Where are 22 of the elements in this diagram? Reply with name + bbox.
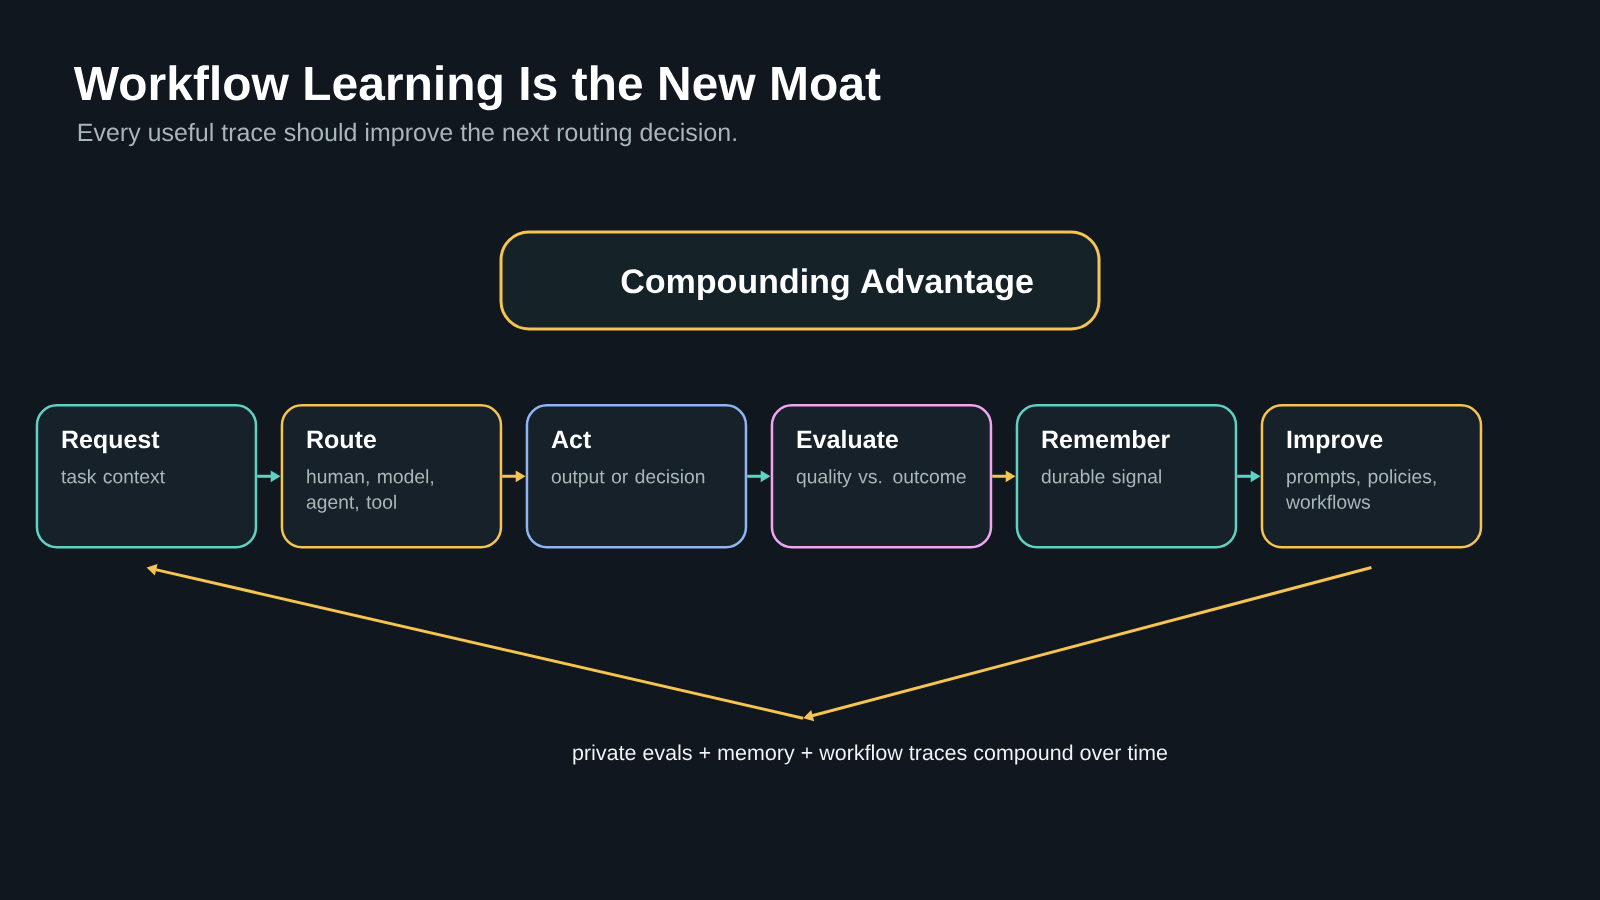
title: Workflow Learning Is the New Moat — [73, 65, 881, 111]
step-description: durable signal — [1041, 469, 1161, 488]
step-title: Remember — [1042, 429, 1170, 449]
highlight-box: Compounding Advantage — [499, 230, 1101, 331]
step-box — [1260, 404, 1483, 549]
step-box — [280, 404, 503, 549]
step-description: task context — [61, 469, 165, 484]
step-description: output or decision — [551, 469, 705, 488]
step-description: human, model, agent, tool — [306, 469, 433, 513]
step-box — [1015, 404, 1238, 549]
step-title: Request — [62, 430, 160, 454]
subtitle: Every useful trace should improve the next routing decision. — [78, 122, 736, 147]
step-box — [770, 404, 993, 549]
step-box — [525, 404, 748, 549]
annotation: private evals + memory + workflow traces compound over time — [573, 744, 1167, 765]
step-box — [35, 404, 258, 549]
step-title: Route — [307, 430, 376, 449]
step-title: Evaluate — [797, 429, 898, 449]
step-title: Improve — [1287, 430, 1383, 454]
step-description: quality vs. outcome — [796, 469, 966, 488]
step-description: prompts, policies, workflows — [1285, 469, 1436, 509]
step-title: Act — [551, 430, 591, 449]
